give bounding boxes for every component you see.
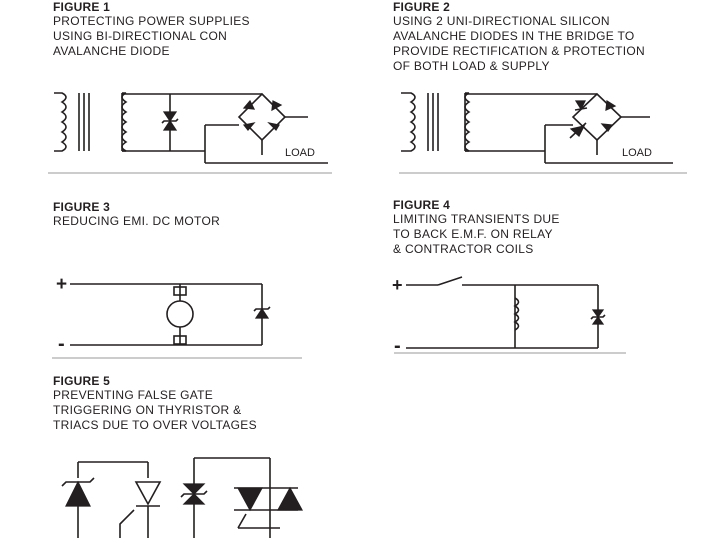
figure-1-title: FIGURE 1 <box>53 0 110 14</box>
figure-3-title: FIGURE 3 <box>53 200 110 214</box>
figure-1-description: PROTECTING POWER SUPPLIES USING BI-DIREC… <box>53 14 250 58</box>
triac-symbol <box>234 486 304 529</box>
figure-4-minus-label: - <box>394 335 401 357</box>
figure-4-plus-label: + <box>392 275 403 295</box>
figure-4-description: LIMITING TRANSIENTS DUE TO BACK E.M.F. O… <box>393 212 560 256</box>
figure-2-description: USING 2 UNI-DIRECTIONAL SILICON AVALANCH… <box>393 14 645 73</box>
figure-3-minus-label: - <box>58 333 65 355</box>
transformer-primary-winding <box>54 92 67 152</box>
figure-1-circuit: LOAD <box>48 92 332 174</box>
figure-3-plus-label: + <box>56 274 67 295</box>
figure-1-caption: FIGURE 1 PROTECTING POWER SUPPLIES USING… <box>53 0 250 59</box>
figure-5-description: PREVENTING FALSE GATE TRIGGERING ON THYR… <box>53 388 257 432</box>
figure-2-load-label: LOAD <box>622 147 652 159</box>
thyristor-symbol <box>119 481 162 538</box>
relay-coil-symbol <box>513 285 520 348</box>
figure-5-title: FIGURE 5 <box>53 374 110 388</box>
figure-2-title: FIGURE 2 <box>393 0 450 14</box>
bridge-rectifier <box>237 92 287 142</box>
figure-3-circuit: + - <box>52 274 302 359</box>
switch-contact <box>437 276 463 286</box>
figure-5-caption: FIGURE 5 PREVENTING FALSE GATE TRIGGERIN… <box>53 374 257 433</box>
avalanche-diode-symbol <box>253 306 271 319</box>
bridge-with-avalanche-diodes <box>569 92 623 142</box>
figure-4-circuit: + - <box>392 275 626 357</box>
figure-1-load-label: LOAD <box>285 147 315 159</box>
figure-3-caption: FIGURE 3 REDUCING EMI. DC MOTOR <box>53 200 220 229</box>
figure-5-circuit <box>61 457 304 538</box>
figure-2-circuit: LOAD <box>399 92 687 174</box>
bidirectional-avalanche-diode-symbol <box>161 111 179 131</box>
figure-4-caption: FIGURE 4 LIMITING TRANSIENTS DUE TO BACK… <box>393 198 560 257</box>
figure-3-description: REDUCING EMI. DC MOTOR <box>53 214 221 228</box>
bidirectional-avalanche-diode-symbol <box>180 483 208 505</box>
avalanche-diode-symbol <box>61 477 95 507</box>
bidirectional-avalanche-diode-symbol <box>590 309 606 325</box>
figure-2-caption: FIGURE 2 USING 2 UNI-DIRECTIONAL SILICON… <box>393 0 645 74</box>
transformer-secondary-winding <box>464 92 471 152</box>
dc-motor-symbol <box>166 284 194 345</box>
transformer-primary-winding <box>401 92 416 152</box>
figure-4-title: FIGURE 4 <box>393 198 450 212</box>
transformer-secondary-winding <box>121 92 128 152</box>
